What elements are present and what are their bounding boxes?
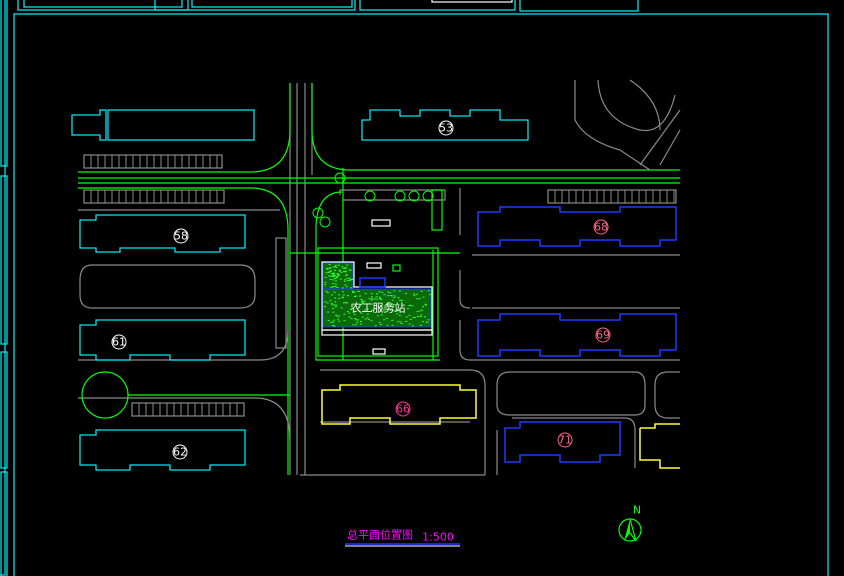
- building-number: 69: [596, 329, 610, 342]
- building-number: 68: [594, 221, 608, 234]
- tree-icon: [422, 190, 434, 202]
- building-tag-61: 61: [111, 334, 127, 350]
- building-number: 71: [558, 434, 572, 447]
- parking-stripes: [83, 155, 675, 416]
- tree-icon: [364, 190, 376, 202]
- building-tag-53: 53: [438, 120, 454, 136]
- project-site: [290, 168, 460, 361]
- roads: [78, 79, 681, 476]
- building-number: 62: [173, 446, 187, 459]
- building-tag-58: 58: [173, 228, 189, 244]
- planting-hatch: [324, 264, 432, 327]
- building-number: 66: [396, 403, 410, 416]
- building-tag-62: 62: [172, 444, 188, 460]
- drawing-title: 总平面位置图: [347, 528, 413, 542]
- north-label: N: [633, 504, 641, 517]
- tree-icon: [394, 190, 406, 202]
- building-tag-66: 66: [395, 401, 411, 417]
- building-number: 61: [112, 336, 126, 349]
- parking-rows: [83, 154, 677, 417]
- center-building-label: 农工服务站: [351, 301, 406, 315]
- building-tag-71: 71: [557, 432, 573, 448]
- trees: [312, 172, 434, 228]
- building-number: 58: [174, 230, 188, 243]
- building-tag-68: 68: [593, 219, 609, 235]
- north-arrow: N: [618, 504, 642, 542]
- residential-buildings: [71, 109, 680, 471]
- building-tag-69: 69: [595, 327, 611, 343]
- tree-icon: [319, 216, 331, 228]
- tree-icon: [334, 172, 346, 184]
- building-number: 53: [439, 122, 453, 135]
- drawing-scale: 1:500: [422, 531, 454, 544]
- tree-icon: [408, 190, 420, 202]
- building-number-tags: 53 58 61 62 66 68 69 71: [111, 120, 611, 460]
- tree-icon: [312, 207, 324, 219]
